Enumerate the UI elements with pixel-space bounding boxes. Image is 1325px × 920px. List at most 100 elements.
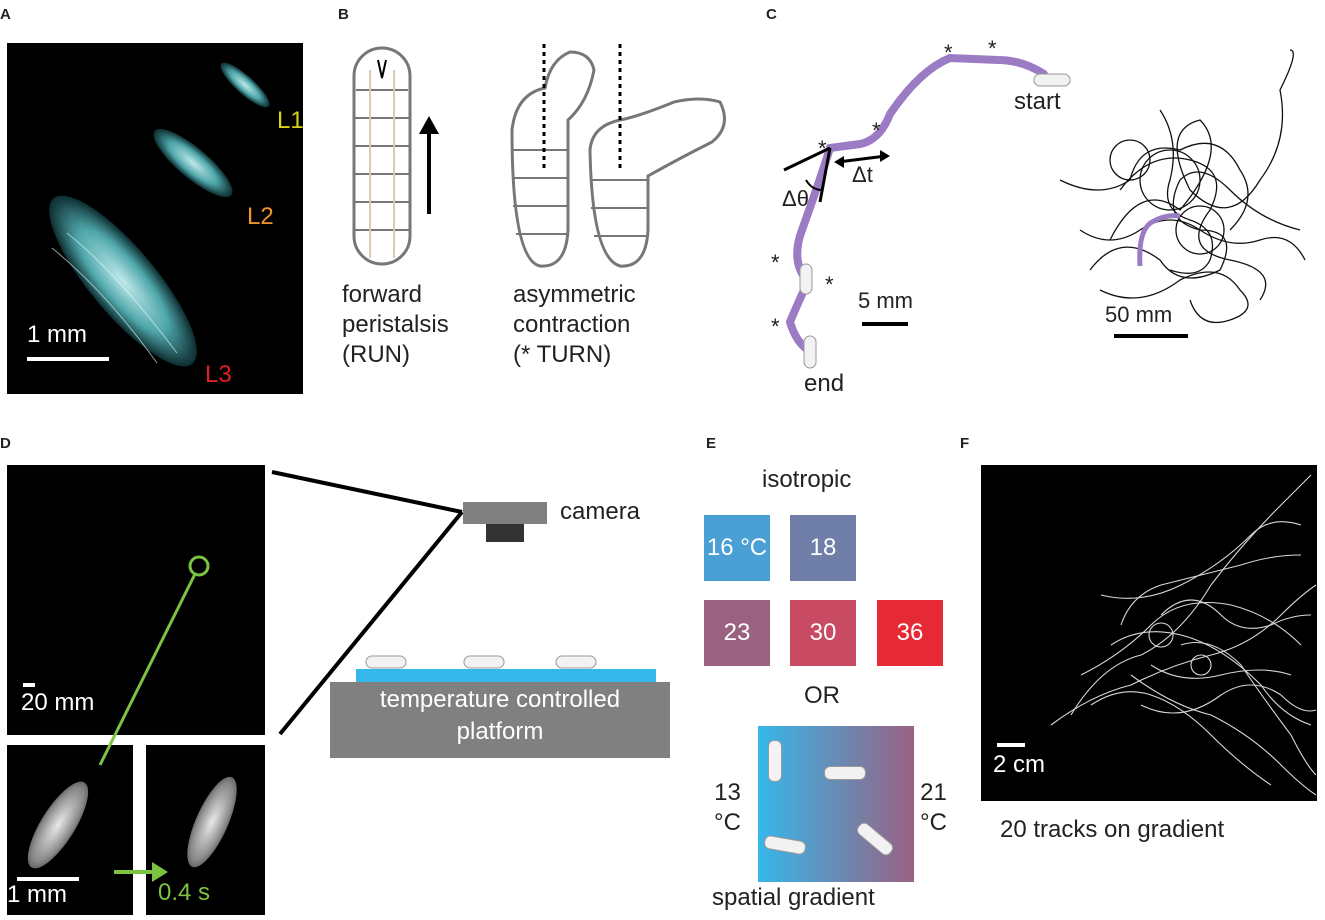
scale-text-c-small: 5 mm [858,288,913,313]
panel-a-label: A [0,6,11,23]
tracks-caption: 20 tracks on gradient [1000,816,1225,843]
gradient-caption: spatial gradient [712,884,875,911]
larva-l2 [153,128,233,198]
forward-arrowhead [419,116,439,134]
temp-tile-30: 30 [790,600,856,666]
temp-tile-16: 16 °C [704,515,770,581]
gradient-tracks-photo: 2 cm [981,465,1317,801]
turn-marker-3: * [872,118,881,143]
time-arrowhead [152,862,168,882]
panel-d-label: D [0,435,11,452]
stage-label-l1: L1 [277,107,304,134]
straight-larva [352,46,412,266]
panel-f-label: F [960,435,970,452]
gradient-larva-4 [854,820,896,858]
dt-arrowhead-left [834,156,844,168]
turning-larva-2 [588,97,726,268]
platform-label: temperature controlled platform [330,684,670,748]
or-label: OR [804,682,840,709]
delta-theta-label: Δθ [782,186,809,211]
larva-diagrams [352,44,726,268]
run-caption-line-1: forward [342,281,423,308]
setup-overlay [98,470,670,882]
temp-tile-23: 23 [704,600,770,666]
larvae-illustration [49,62,270,367]
right-temp-value: 21 [920,779,947,806]
platform-surface [356,669,656,682]
view-cone-top [271,470,463,514]
left-temp: 13 °C [714,778,741,838]
mouth-hooks-icon [377,59,387,79]
turn-marker-7: * [771,314,780,339]
angle-arc [805,179,823,191]
turn-marker-5: * [771,250,780,275]
scale-bar-d-zoom [17,877,79,881]
gradient-box [758,726,914,882]
gradient-larva-2 [824,766,866,780]
turn-caption-line-1: asymmetric [513,281,636,308]
single-track [785,53,1048,354]
scale-text-c-large: 50 mm [1105,302,1173,327]
isotropic-heading: isotropic [762,466,852,493]
larvae-photo: L1 L2 L3 1 mm [7,43,304,394]
view-cone-bottom [278,510,464,736]
temp-tile-18: 18 [790,515,856,581]
end-larva-icon [803,335,817,369]
single-track-overview [1137,213,1181,267]
heading-line-2 [818,147,832,203]
scale-text-d-zoom: 1 mm [7,881,67,908]
camera-label: camera [560,498,641,525]
turn-marker-2: * [988,36,997,61]
gradient-larva-1 [768,740,782,782]
camera-body [463,502,547,524]
gradient-tracks [1050,474,1317,796]
left-temp-unit: °C [714,809,741,836]
turn-marker-6: * [825,272,834,297]
platform-larvae [365,655,597,669]
platform-label-line-2: platform [456,718,544,745]
turn-caption-line-3: (* TURN) [513,341,612,368]
tracked-larva-circle [188,555,210,577]
gradient-larva-3 [763,834,807,856]
zoom-frame-1: 1 mm [7,745,133,915]
all-tracks-tangle [1059,49,1306,324]
scale-text-f: 2 cm [993,751,1046,778]
dt-arrow [837,154,887,164]
scale-text-d-arena: 20 mm [21,689,95,716]
panel-b-label: B [338,6,349,23]
dt-arrowhead-right [880,150,890,162]
temp-tile-36: 36 [877,600,943,666]
mid-larva-icon [799,263,813,295]
run-caption: forward peristalsis (RUN) [342,280,449,370]
scale-bar-a [27,357,109,361]
turn-marker-1: * [944,40,953,65]
left-temp-value: 13 [714,779,741,806]
turn-caption-line-2: contraction [513,311,631,338]
larva-l3 [49,195,197,367]
panel-e-label: E [706,435,717,452]
platform-base [330,682,670,758]
turn-marker-4: * [818,136,827,161]
start-label: start [1014,88,1061,115]
zoom-frame-2: 0.4 s [146,745,265,915]
stage-label-l2: L2 [247,203,274,230]
delta-t-label: Δt [852,162,873,187]
trajectory-plot [783,49,1306,369]
turn-caption: asymmetric contraction (* TURN) [513,280,636,370]
panel-c-label: C [766,6,777,23]
right-temp-unit: °C [920,809,947,836]
scale-bar-d-arena [23,683,35,687]
end-label: end [804,370,845,397]
heading-line-1 [783,146,831,172]
platform-label-line-1: temperature controlled [379,686,621,713]
stage-label-l3: L3 [205,361,232,388]
start-larva-icon [1033,73,1071,87]
run-caption-line-2: peristalsis [342,311,449,338]
scale-bar-f [997,743,1025,747]
camera-lens [486,524,524,542]
right-temp: 21 °C [920,778,947,838]
run-caption-line-3: (RUN) [342,341,410,368]
time-step-label: 0.4 s [158,879,211,906]
zoom-pointer [98,573,197,766]
larva-l1 [220,62,270,108]
